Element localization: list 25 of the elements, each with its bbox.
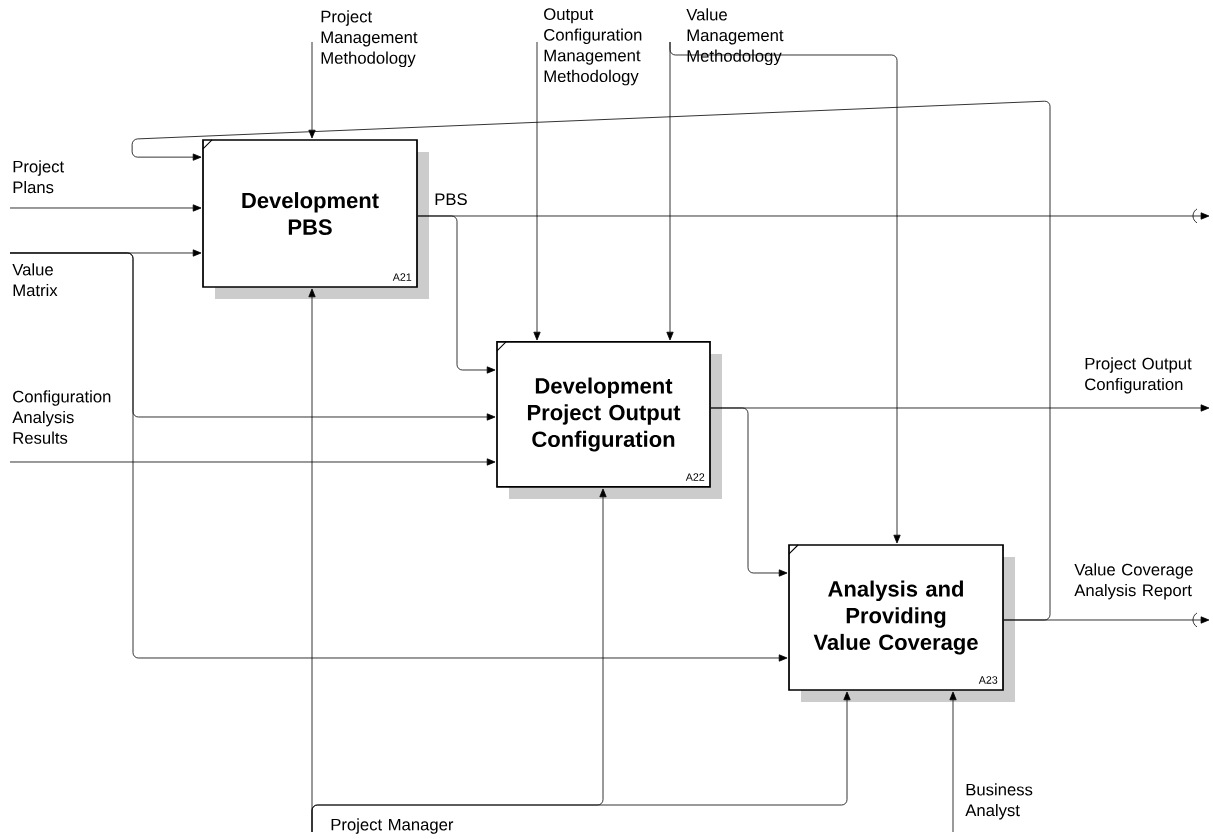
arrow <box>710 407 788 577</box>
arrow-label: Project Management Methodology <box>321 10 418 68</box>
function-box: Development PBS A21 <box>202 139 429 299</box>
arrow-label: Configuration Analysis Results <box>12 390 111 444</box>
function-box: Analysis and Providing Value Coverage A23 <box>788 544 1015 702</box>
arrow-label: Value Matrix <box>12 263 58 297</box>
arrow <box>417 215 496 374</box>
arrow-label: Value Coverage Analysis Report <box>1074 563 1193 600</box>
arrow <box>9 204 202 212</box>
arrow-label: Business Analyst <box>965 783 1033 820</box>
arrow-label: Project Plans <box>13 160 64 194</box>
arrow <box>533 41 541 341</box>
arrow <box>308 41 316 139</box>
arrow <box>949 691 957 833</box>
arrow-label: Value Management Methodology <box>686 8 784 66</box>
arrow-label: Project Manager <box>331 818 454 834</box>
arrow <box>311 691 851 833</box>
arrow <box>9 252 788 662</box>
arrow-label: Project Output Configuration <box>1085 357 1192 394</box>
arrow <box>131 100 1051 621</box>
function-box: Development Project Output Configuration A22 <box>496 341 722 499</box>
arrow <box>9 458 496 466</box>
arrow-label: PBS <box>435 193 467 206</box>
arrow <box>669 41 901 544</box>
arrow-label: Output Configuration Management Methodology <box>544 8 642 86</box>
